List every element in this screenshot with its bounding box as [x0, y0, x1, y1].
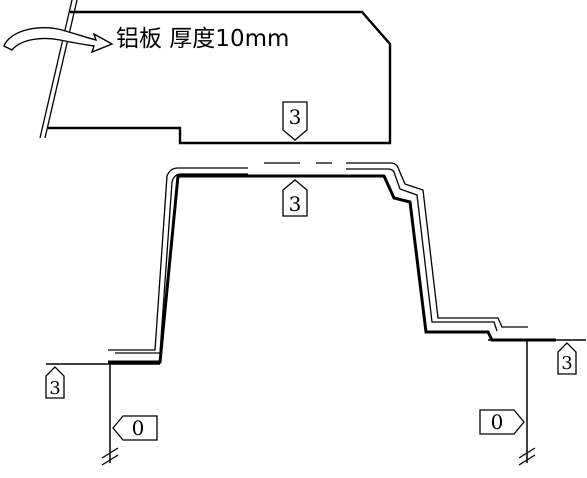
datum-flag-right: 0 — [479, 409, 525, 435]
material-label: 铝板 厚度10mm — [116, 26, 289, 52]
tolerance-flag-upper-plate: 3 — [282, 101, 308, 141]
break-line — [39, 0, 78, 139]
datum-flag-left: 0 — [112, 415, 158, 441]
tolerance-flag-upper-profile: 3 — [282, 179, 308, 217]
svg-text:3: 3 — [289, 192, 302, 216]
left-datum-plane — [46, 363, 160, 466]
svg-text:3: 3 — [561, 353, 572, 374]
svg-text:3: 3 — [289, 105, 302, 129]
aluminum-plate — [48, 10, 392, 145]
svg-text:0: 0 — [132, 416, 145, 440]
rotation-arrow-icon — [3, 27, 114, 54]
svg-text:0: 0 — [491, 410, 504, 434]
tolerance-flag-right-flange: 3 — [557, 342, 577, 375]
offset-profile — [108, 162, 528, 354]
right-datum-plane — [488, 339, 586, 466]
tolerance-flag-left-flange: 3 — [45, 366, 65, 399]
svg-text:3: 3 — [49, 378, 60, 399]
main-profile — [108, 174, 556, 364]
